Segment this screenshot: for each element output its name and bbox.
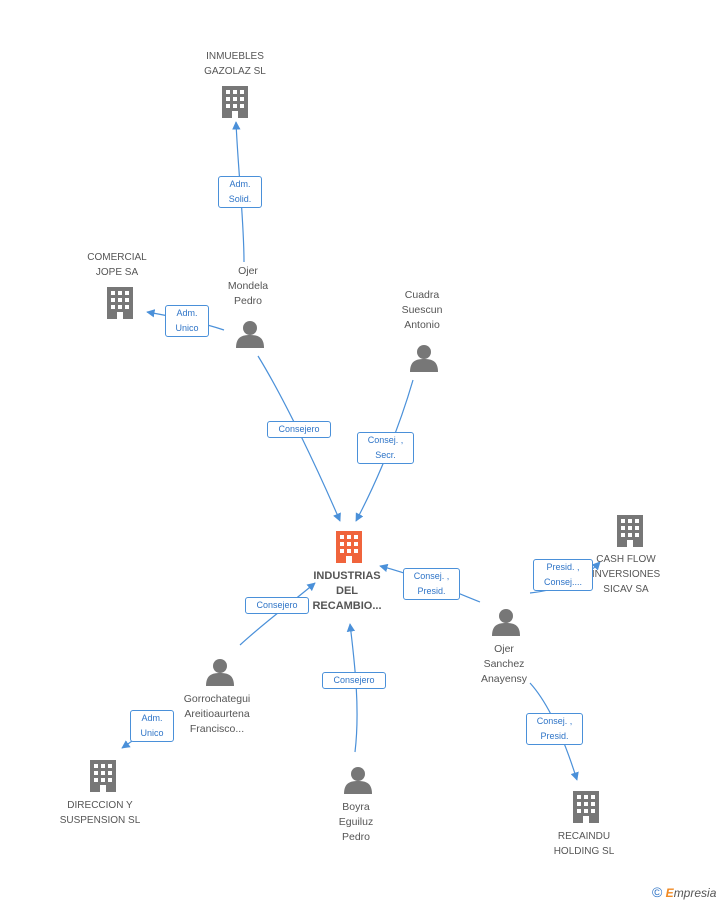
edge-label-consejero-2[interactable]: Consejero (245, 597, 309, 614)
edge-label-line: Unico (140, 728, 164, 738)
edge-label-line: Consejero (278, 424, 320, 434)
edge-label-consejero-1[interactable]: Consejero (267, 421, 331, 438)
edge-label-line: Adm. (141, 713, 163, 723)
building-icon (107, 287, 133, 319)
node-label-line: Sanchez (483, 658, 525, 670)
node-label-line: Boyra (342, 801, 370, 813)
edge-label-line: Presid. (540, 731, 569, 741)
building-icon (573, 791, 599, 823)
node-industrias-del-recambio[interactable]: INDUSTRIAS DEL RECAMBIO... (297, 569, 397, 614)
node-gorrochategui[interactable]: Gorrochategui Areitioaurtena Francisco..… (162, 692, 272, 737)
node-label-line: Pedro (233, 295, 263, 307)
edge-line-consejero-1 (257, 355, 341, 522)
building-icon (336, 531, 362, 563)
edge-label-adm-unico-2[interactable]: Adm. Unico (130, 710, 174, 742)
node-label-line: CASH FLOW (596, 554, 656, 565)
node-label-line: Francisco... (189, 723, 245, 735)
node-boyra-eguiluz[interactable]: Boyra Eguiluz Pedro (306, 800, 406, 845)
edge-label-line: Consej. , (536, 716, 573, 726)
edge-label-line: Consej. , (367, 435, 404, 445)
edge-label-adm-unico-1[interactable]: Adm. Unico (165, 305, 209, 337)
edge-label-line: Adm. (229, 179, 251, 189)
node-ojer-sanchez[interactable]: Ojer Sanchez Anayensy (454, 642, 554, 687)
node-inmuebles-gazolaz[interactable]: INMUEBLES GAZOLAZ SL (185, 49, 285, 79)
node-label-line: Cuadra (404, 289, 440, 301)
empresia-logo: © Empresia (652, 884, 716, 900)
node-recaindu-holding[interactable]: RECAINDU HOLDING SL (534, 829, 634, 859)
edge-label-consejero-3[interactable]: Consejero (322, 672, 386, 689)
node-label-line: SUSPENSION SL (59, 815, 141, 826)
node-cash-flow-inversiones[interactable]: CASH FLOW INVERSIONES SICAV SA (586, 552, 666, 597)
building-icon (90, 760, 116, 792)
edge-label-line: Unico (175, 323, 199, 333)
node-label-line: HOLDING SL (553, 846, 615, 857)
copyright-symbol: © (652, 884, 663, 900)
node-comercial-jope[interactable]: COMERCIAL JOPE SA (67, 250, 167, 280)
person-icon (410, 345, 438, 372)
brand-name: mpresia (673, 886, 717, 900)
node-label-line: SICAV SA (603, 584, 649, 595)
edge-label-line: Consej.... (543, 577, 583, 587)
person-icon (206, 659, 234, 686)
edge-label-line: Consej. , (413, 571, 450, 581)
edge-label-consej-presid-1[interactable]: Consej. , Presid. (403, 568, 460, 600)
node-label-line: INVERSIONES (591, 569, 661, 580)
brand-initial: E (665, 886, 674, 900)
edge-label-presid-consej[interactable]: Presid. , Consej.... (533, 559, 593, 591)
node-label-line: RECAMBIO... (312, 600, 382, 612)
person-icon (492, 609, 520, 636)
edge-label-line: Solid. (228, 194, 252, 204)
node-label-line: Gorrochategui (183, 693, 251, 705)
node-label-line: INDUSTRIAS (313, 570, 381, 582)
edge-label-line: Secr. (375, 450, 396, 460)
node-label-line: Mondela (227, 280, 269, 292)
edge-label-line: Presid. (417, 586, 446, 596)
edge-label-adm-solid[interactable]: Adm. Solid. (218, 176, 262, 208)
node-label-line: INMUEBLES (206, 51, 264, 62)
node-cuadra-suescun[interactable]: Cuadra Suescun Antonio (372, 288, 472, 333)
node-label-line: Areitioaurtena (184, 708, 250, 720)
node-label-line: Ojer (494, 643, 514, 655)
node-label-line: Suescun (401, 304, 443, 316)
node-label-line: DEL (336, 585, 358, 597)
edge-label-line: Consejero (333, 675, 375, 685)
edge-label-line: Presid. , (546, 562, 580, 572)
edge-label-line: Adm. (176, 308, 198, 318)
node-label-line: JOPE SA (95, 267, 139, 278)
node-label-line: Ojer (238, 265, 258, 277)
node-direccion-y-suspension[interactable]: DIRECCION Y SUSPENSION SL (50, 798, 150, 828)
building-icon (222, 86, 248, 118)
node-label-line: COMERCIAL (87, 252, 147, 263)
edge-label-consej-presid-2[interactable]: Consej. , Presid. (526, 713, 583, 745)
node-label-line: GAZOLAZ SL (204, 66, 266, 77)
node-label-line: DIRECCION Y (67, 800, 133, 811)
edge-label-line: Consejero (256, 600, 298, 610)
person-icon (236, 321, 264, 348)
building-icon (617, 515, 643, 547)
node-label-line: RECAINDU (557, 831, 611, 842)
node-label-line: Antonio (404, 319, 440, 331)
edge-label-consej-secr[interactable]: Consej. , Secr. (357, 432, 414, 464)
node-label-line: Pedro (341, 831, 371, 843)
node-label-line: Eguiluz (338, 816, 374, 828)
node-label-line: Anayensy (480, 673, 528, 685)
node-ojer-mondela[interactable]: Ojer Mondela Pedro (198, 264, 298, 309)
person-icon (344, 767, 372, 794)
